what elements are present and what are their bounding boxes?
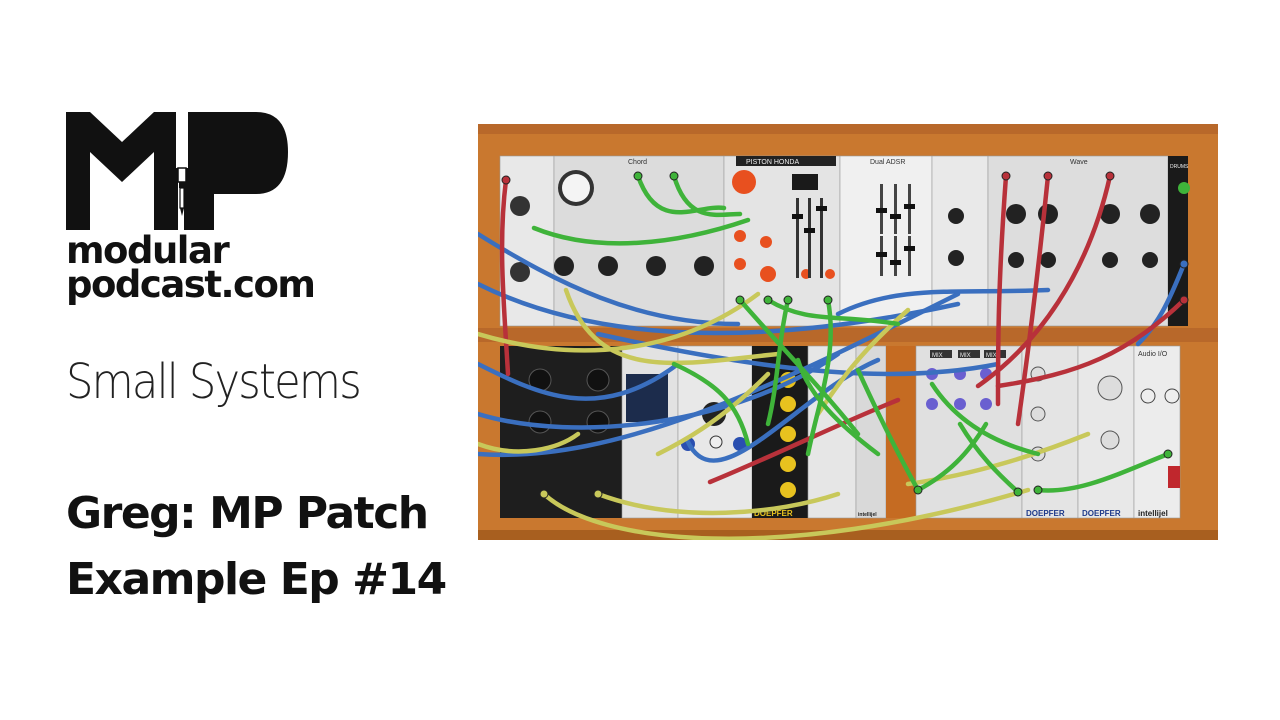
- brand-line-1: modular: [66, 229, 230, 272]
- module-label-dual-adsr: Dual ADSR: [870, 159, 905, 166]
- module-label-mix-2: MIX: [960, 353, 971, 359]
- series-subtitle: Small Systems: [66, 354, 362, 410]
- eurorack-case-illustration: Chord PISTON HONDA Dual ADSR Wave DRUMS: [478, 124, 1218, 540]
- module-label-mix-1: MIX: [932, 353, 943, 359]
- maker-label-3: DOEPFER: [1082, 509, 1121, 518]
- bottom-row-modules: MIX MIX MIX Audio I/O DOEPFER DOEPFER: [500, 345, 1181, 519]
- maker-label-4: intellijel: [1138, 509, 1168, 518]
- episode-title-line-2: Example Ep #14: [66, 554, 447, 605]
- module-label-mix-3: MIX: [986, 353, 997, 359]
- module-label-audio-io: Audio I/O: [1138, 351, 1168, 358]
- module-label-drums: DRUMS: [1170, 164, 1189, 170]
- module-label-wave: Wave: [1070, 159, 1088, 166]
- brand-line-2: podcast.com: [66, 263, 316, 306]
- cable-jacks: [501, 171, 1189, 499]
- episode-title-line-1: Greg: MP Patch: [66, 488, 429, 539]
- module-label-piston-honda: PISTON HONDA: [746, 159, 799, 166]
- module-label-chord: Chord: [628, 159, 647, 166]
- maker-label-1: DOEPFER: [754, 509, 793, 518]
- maker-label-2: DOEPFER: [1026, 509, 1065, 518]
- logo-mp-mark: [66, 112, 288, 230]
- patch-cables: [478, 173, 1187, 540]
- modular-podcast-logo: [66, 112, 288, 230]
- maker-label-5: intellijel: [858, 512, 877, 518]
